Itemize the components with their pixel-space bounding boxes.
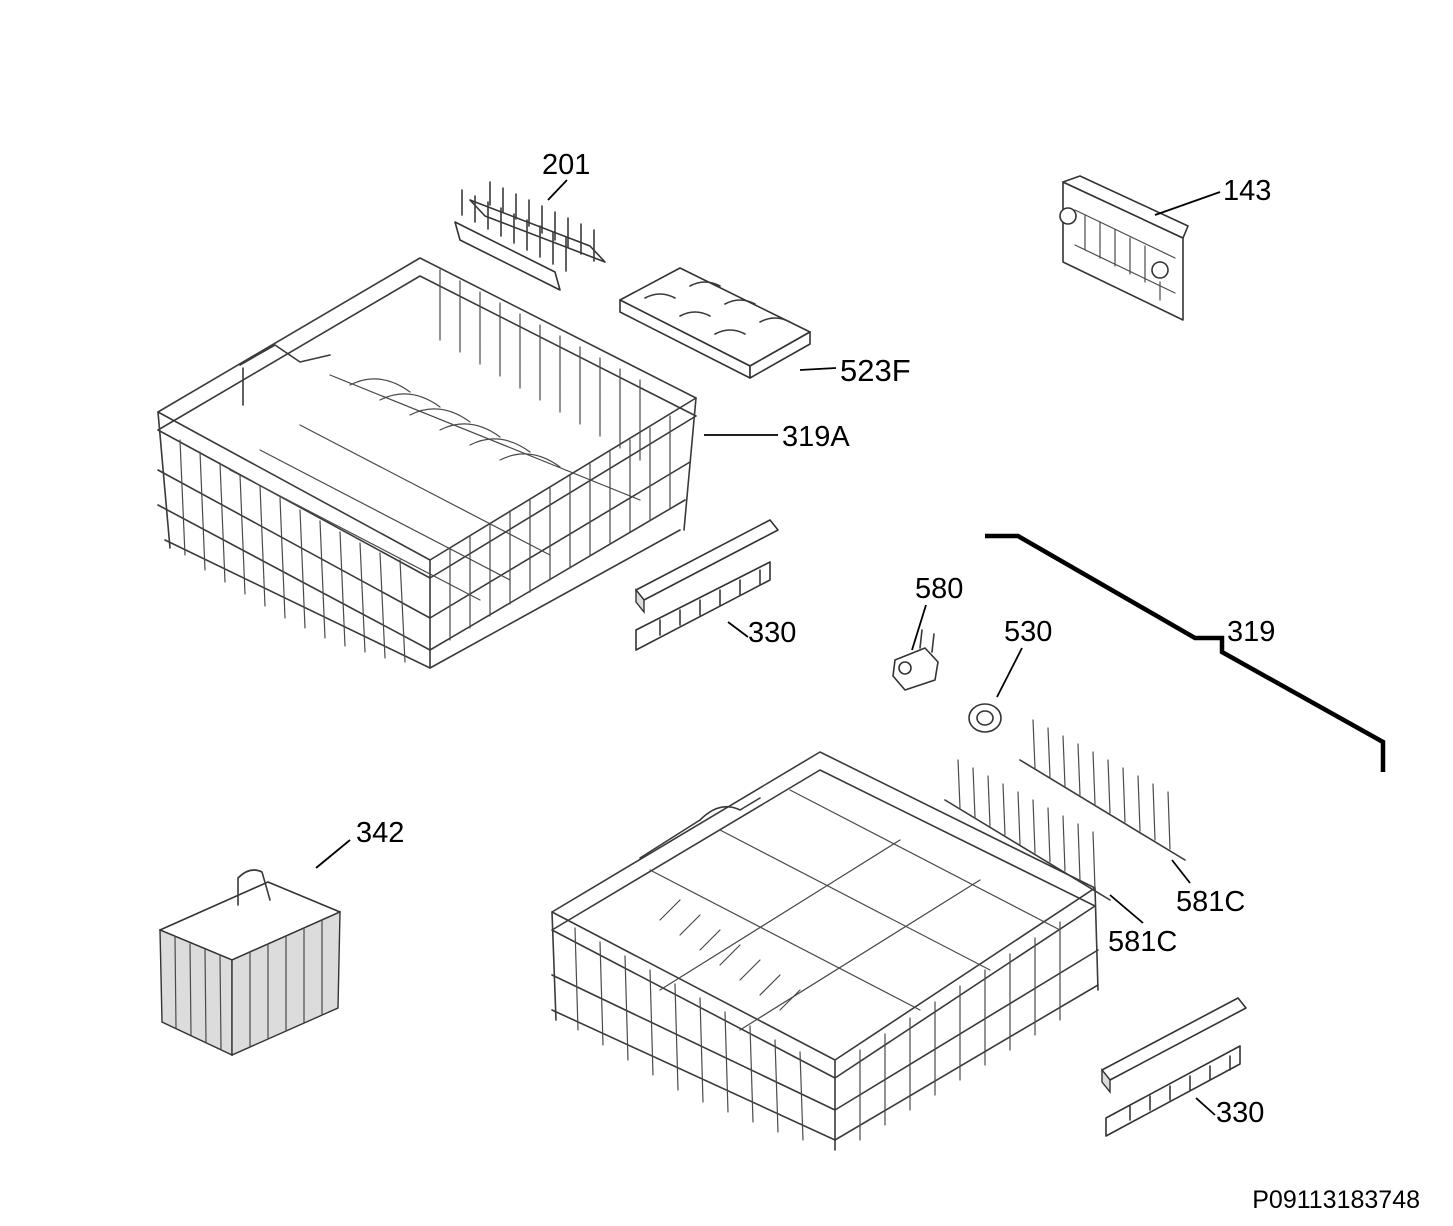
part-530-wheel[interactable] (968, 703, 1002, 733)
diagram-reference-code: P09113183748 (1252, 1186, 1420, 1214)
label-342[interactable]: 342 (356, 817, 404, 849)
part-580-clip[interactable] (892, 629, 939, 691)
label-319A[interactable]: 319A (782, 421, 850, 453)
part-319A-upper-basket[interactable] (157, 257, 697, 669)
label-580[interactable]: 580 (915, 573, 963, 605)
label-581C-lower[interactable]: 581C (1108, 926, 1177, 958)
part-581C-tine-row-a[interactable] (944, 759, 1111, 901)
part-143-rail-bracket[interactable] (1059, 175, 1189, 321)
leader-lines (315, 179, 1221, 1116)
part-labels: 201 143 523F 319A 330 580 530 319 342 58… (356, 149, 1275, 1129)
part-523F-cup-shelf[interactable] (619, 267, 811, 379)
label-330-lower[interactable]: 330 (1216, 1097, 1264, 1129)
part-330-rail-cover-lower[interactable] (1101, 997, 1247, 1137)
label-530[interactable]: 530 (1004, 616, 1052, 648)
part-lower-basket[interactable] (551, 751, 1099, 1151)
label-330-upper[interactable]: 330 (748, 617, 796, 649)
part-319-group-bracket (985, 533, 1386, 772)
label-201[interactable]: 201 (542, 149, 590, 181)
label-581C-upper[interactable]: 581C (1176, 886, 1245, 918)
part-581C-tine-row-b[interactable] (1019, 719, 1186, 861)
label-143[interactable]: 143 (1223, 175, 1271, 207)
label-523F[interactable]: 523F (840, 353, 911, 388)
label-319[interactable]: 319 (1227, 616, 1275, 648)
part-201-tine-rack[interactable] (454, 181, 606, 291)
part-342-cutlery-basket[interactable] (159, 869, 341, 1057)
part-330-rail-cover-upper[interactable] (635, 519, 779, 651)
